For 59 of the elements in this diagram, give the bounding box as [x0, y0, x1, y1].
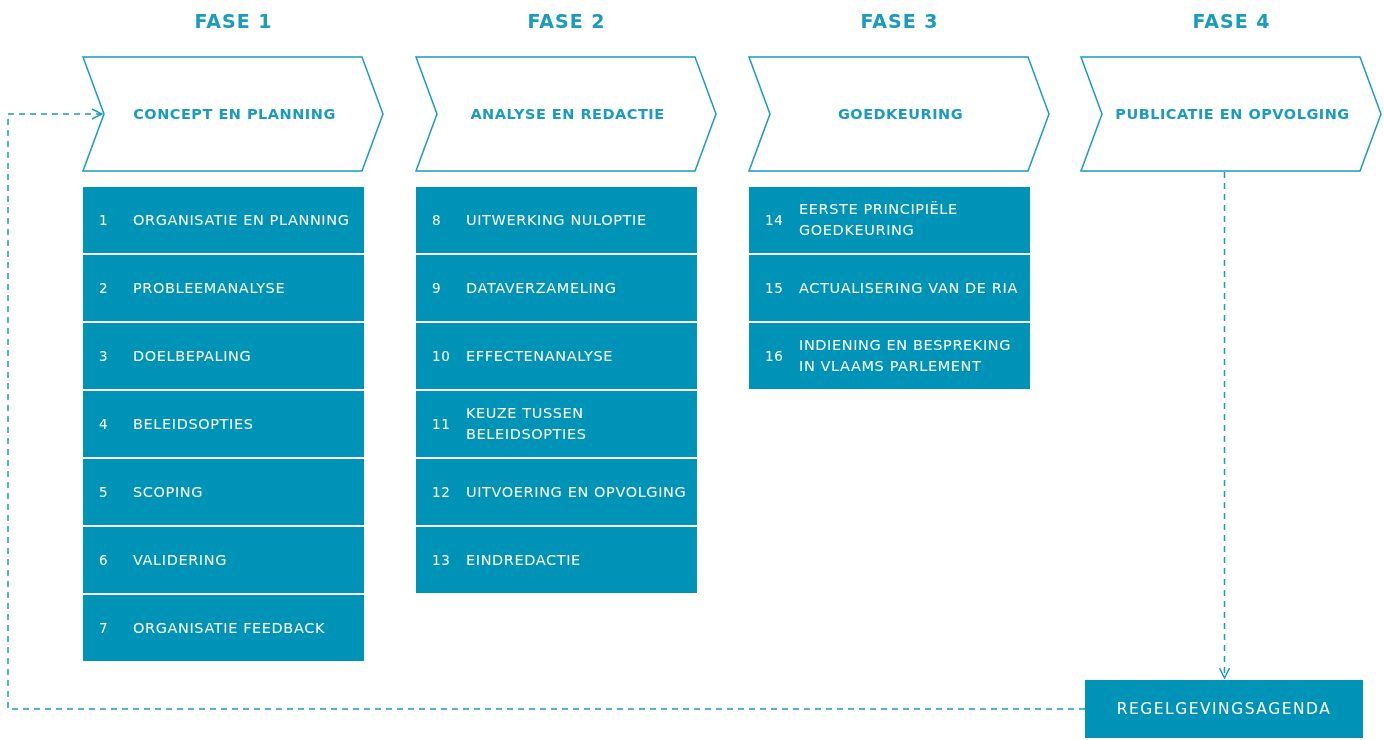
- step-number: 11: [432, 416, 451, 432]
- step-label: DATAVERZAMELING: [466, 278, 618, 298]
- step-label: KEUZE TUSSEN BELEIDSOPTIES: [466, 404, 588, 444]
- step-number: 15: [765, 280, 784, 296]
- step-label: EINDREDACTIE: [466, 550, 582, 570]
- step-label: ORGANISATIE FEEDBACK: [133, 618, 326, 638]
- step-box: [416, 255, 697, 321]
- phase-title: GOEDKEURING: [837, 105, 964, 122]
- step-box: [416, 187, 697, 253]
- step-number: 2: [99, 280, 109, 296]
- step-number: 1: [99, 212, 109, 228]
- step-label: EFFECTENANALYSE: [466, 346, 615, 366]
- step-label: UITVOERING EN OPVOLGING: [466, 482, 688, 502]
- step-box: [83, 459, 364, 525]
- phase-heading: FASE 4: [1191, 9, 1272, 34]
- step-box: [83, 187, 364, 253]
- phase-title: CONCEPT EN PLANNING: [133, 105, 336, 122]
- step-label: EERSTE PRINCIPIËLE GOEDKEURING: [799, 200, 959, 240]
- step-number: 4: [99, 416, 109, 432]
- dashed-arrow: [7, 108, 1086, 710]
- step-number: 6: [99, 552, 109, 568]
- step-number: 8: [432, 212, 442, 228]
- step-box: [416, 391, 697, 457]
- step-number: 12: [432, 484, 451, 500]
- step-box: [416, 459, 697, 525]
- step-label: UITWERKING NULOPTIE: [466, 210, 648, 230]
- step-number: 7: [99, 620, 109, 636]
- step-box: [83, 527, 364, 593]
- step-box: [83, 323, 364, 389]
- step-box: [83, 391, 364, 457]
- step-box: [749, 323, 1030, 389]
- step-box: [749, 187, 1030, 253]
- step-label: SCOPING: [133, 482, 205, 502]
- step-box: [749, 255, 1030, 321]
- phase-title: ANALYSE EN REDACTIE: [470, 105, 665, 122]
- agenda-box: REGELGEVINGSAGENDA: [1085, 680, 1363, 738]
- step-number: 16: [765, 348, 784, 364]
- dashed-arrow: [1218, 171, 1231, 679]
- step-label: ACTUALISERING VAN DE RIA: [799, 278, 1019, 298]
- step-box: [83, 595, 364, 661]
- step-number: 14: [765, 212, 784, 228]
- phase-heading: FASE 3: [859, 9, 940, 34]
- step-number: 5: [99, 484, 109, 500]
- step-number: 9: [432, 280, 442, 296]
- step-box: [416, 527, 697, 593]
- step-label: ORGANISATIE EN PLANNING: [133, 210, 351, 230]
- step-number: 13: [432, 552, 451, 568]
- phase-heading: FASE 2: [526, 9, 607, 34]
- step-number: 10: [432, 348, 451, 364]
- step-box: [83, 255, 364, 321]
- step-label: BELEIDSOPTIES: [133, 414, 255, 434]
- step-label: PROBLEEMANALYSE: [133, 278, 287, 298]
- phase-title: PUBLICATIE EN OPVOLGING: [1115, 105, 1350, 122]
- step-label: VALIDERING: [133, 550, 229, 570]
- step-label: DOELBEPALING: [133, 346, 253, 366]
- phase-heading: FASE 1: [193, 9, 274, 34]
- step-label: INDIENING EN BESPREKING IN VLAAMS PARLEMENT: [799, 336, 1013, 376]
- step-number: 3: [99, 348, 109, 364]
- step-box: [416, 323, 697, 389]
